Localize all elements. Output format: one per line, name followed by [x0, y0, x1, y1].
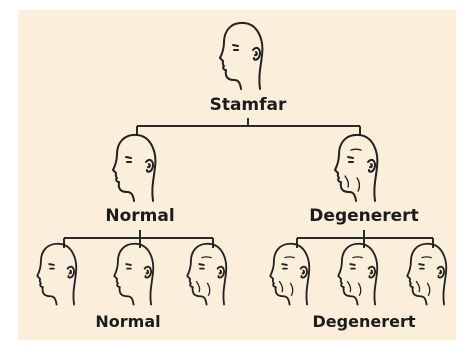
- normal-child-1-head-icon: [36, 242, 78, 306]
- normal-parent-head-icon: [112, 133, 157, 202]
- root-connector: [136, 118, 361, 136]
- degenerate-child-1-head-icon: [270, 244, 309, 305]
- right-children-connector: [296, 230, 434, 248]
- label-degenerate-offspring: Degenerert: [312, 312, 416, 331]
- label-stamfar: Stamfar: [209, 95, 287, 115]
- left-children-connector: [63, 230, 214, 248]
- degenerate-parent-head-icon: [335, 135, 377, 201]
- label-normal-parent: Normal: [105, 206, 175, 226]
- label-normal-offspring: Normal: [95, 312, 161, 331]
- degenerate-child-3-head-icon: [407, 244, 446, 305]
- diagram-background: [18, 10, 456, 340]
- degenerate-child-2-head-icon: [338, 244, 377, 305]
- label-degenerate-parent: Degenerert: [309, 206, 419, 226]
- normal-child-3-head-icon: [187, 244, 226, 305]
- stamfar-head-icon: [219, 21, 264, 90]
- tree-connectors: [63, 118, 434, 248]
- normal-child-2-head-icon: [113, 242, 155, 306]
